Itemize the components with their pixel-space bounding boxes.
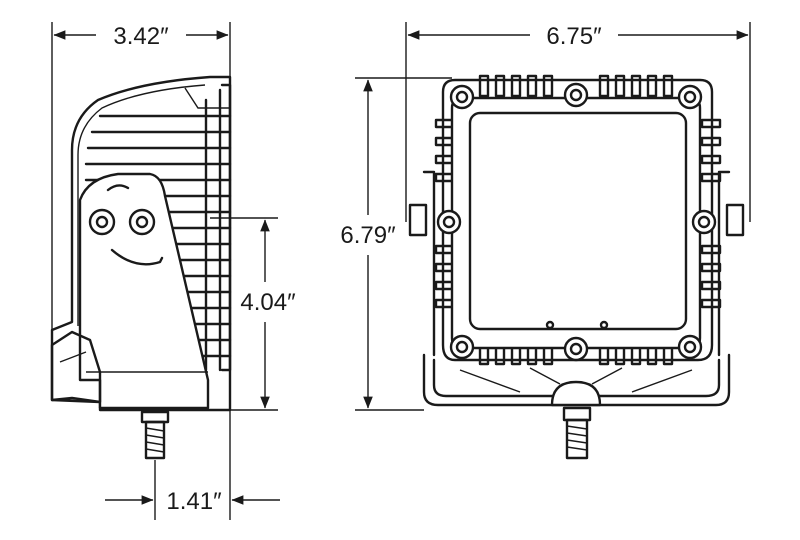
label-front-height: 6.79″ [340,222,396,249]
label-side-width: 3.42″ [113,23,169,50]
front-view [408,74,745,460]
front-stud [562,406,592,460]
lens [468,111,688,331]
front-bracket [408,170,745,407]
dimension-lines [51,22,751,520]
bezel-screws [436,82,717,362]
side-bracket [78,172,210,410]
side-view [50,75,232,460]
label-mount-height: 4.04″ [240,289,296,316]
label-front-width: 6.75″ [546,23,602,50]
front-top-fins [478,74,674,98]
side-stud [140,410,170,460]
front-bottom-fins [478,342,674,366]
label-stud-offset: 1.41″ [166,488,222,515]
